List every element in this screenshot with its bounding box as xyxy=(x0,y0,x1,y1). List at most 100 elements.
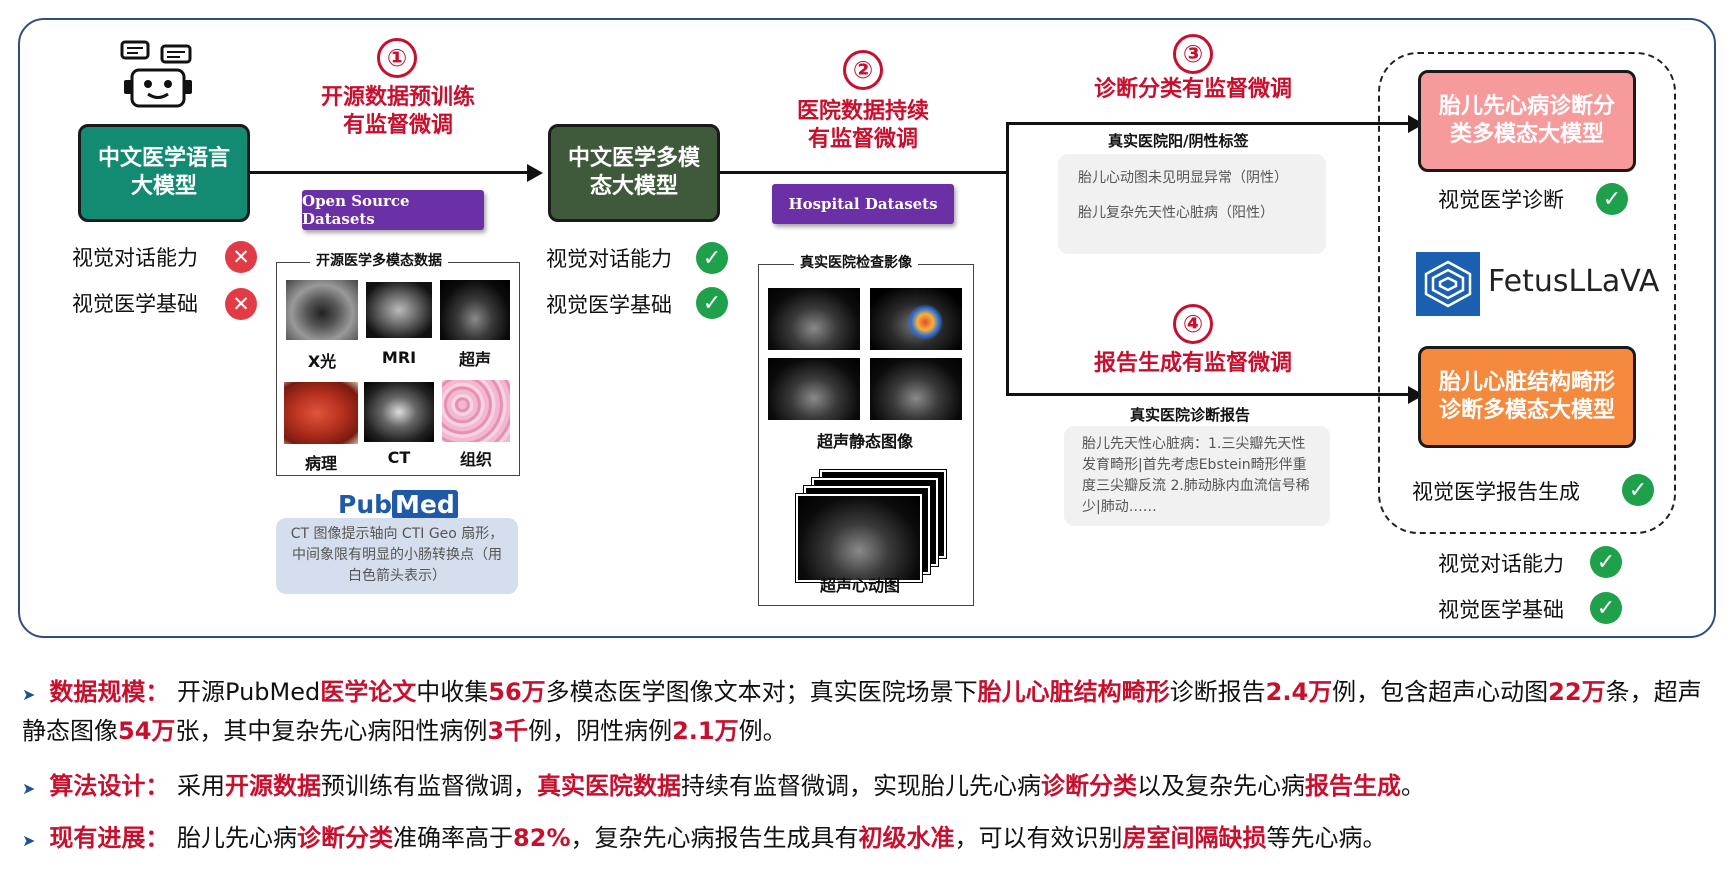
open-source-datasets-label: Open Source Datasets xyxy=(302,190,484,230)
base-capability-dialog: 视觉对话能力 xyxy=(72,246,198,270)
body-text: ，可以有效识别 xyxy=(954,824,1123,852)
hospital-datasets-label: Hospital Datasets xyxy=(772,184,954,224)
body-text: 以及复杂先心病 xyxy=(1137,772,1306,800)
check-icon: ✓ xyxy=(1622,474,1654,506)
body-text: 胎儿先心病 xyxy=(177,824,298,852)
step-3-title: 诊断分类有监督微调 xyxy=(1093,77,1292,102)
bullet-progress: ➤现有进展： 胎儿先心病诊断分类准确率高于82%，复杂先心病报告生成具有初级水准… xyxy=(22,824,1387,852)
step-1-title: 开源数据预训练有监督微调 xyxy=(320,85,475,138)
highlight-text: 报告生成 xyxy=(1305,772,1402,800)
ct-thumbnail xyxy=(364,382,434,442)
body-text: 等先心病。 xyxy=(1266,824,1387,852)
pathology-thumbnail xyxy=(284,382,358,444)
report-capability: 视觉医学报告生成 xyxy=(1412,480,1580,504)
highlight-text: 房室间隔缺损 xyxy=(1122,824,1267,852)
body-text: 例，阴性病例 xyxy=(528,717,673,745)
diagnosis-model-box: 胎儿先心病诊断分类多模态大模型 xyxy=(1418,70,1636,172)
connector-line xyxy=(1006,122,1410,125)
open-source-panel-title: 开源医学多模态数据 xyxy=(310,250,448,270)
body-text: 。 xyxy=(1401,772,1426,800)
diagram-frame xyxy=(18,18,1716,638)
positive-label: 胎儿复杂先天性心脏病（阳性） xyxy=(1078,205,1274,221)
bullet-marker-icon: ➤ xyxy=(22,831,36,850)
body-text: ，复杂先心病报告生成具有 xyxy=(570,824,859,852)
bullet-algorithm: ➤算法设计： 采用开源数据预训练有监督微调，真实医院数据持续有监督微调，实现胎儿… xyxy=(22,772,1426,800)
body-text: 张，其中复杂先心病阳性病例 xyxy=(175,717,488,745)
body-text: 例，包含超声心动图 xyxy=(1332,678,1549,706)
connector-line xyxy=(1006,393,1410,396)
base-model-box: 中文医学语言大模型 xyxy=(78,124,250,222)
highlight-text: 真实医院数据 xyxy=(537,772,682,800)
bullet-data-scale: ➤数据规模： 开源PubMed医学论文中收集56万多模态医学图像文本对；真实医院… xyxy=(22,678,1702,745)
tissue-label: 组织 xyxy=(459,450,492,469)
check-icon: ✓ xyxy=(696,242,728,274)
multi-capability-dialog: 视觉对话能力 xyxy=(546,247,672,271)
final-capability-dialog: 视觉对话能力 xyxy=(1438,552,1564,576)
highlight-text: 诊断分类 xyxy=(1041,772,1138,800)
step-3-number: ③ xyxy=(1173,34,1213,74)
robot-icon xyxy=(120,40,192,108)
static-ultrasound-thumbnail xyxy=(870,288,962,350)
highlight-text: 3千 xyxy=(487,717,529,745)
ultrasound-label: 超声 xyxy=(458,350,491,369)
multi-capability-basic: 视觉医学基础 xyxy=(546,293,672,317)
highlight-text: 82% xyxy=(513,824,571,852)
body-text: 例。 xyxy=(738,717,787,745)
arrow-head xyxy=(527,164,543,182)
body-text: 持续有监督微调，实现胎儿先心病 xyxy=(681,772,1042,800)
step-4-number: ④ xyxy=(1173,304,1213,344)
highlight-text: 56万 xyxy=(488,678,546,706)
connector-line xyxy=(1006,122,1009,396)
tissue-thumbnail xyxy=(442,380,510,442)
mri-thumbnail xyxy=(366,282,432,338)
step-2-title: 医院数据持续有监督微调 xyxy=(796,99,929,152)
pathology-label: 病理 xyxy=(304,454,337,473)
cross-icon: ✕ xyxy=(225,288,257,320)
connector-line xyxy=(248,171,528,174)
multimodal-model-box: 中文医学多模态大模型 xyxy=(548,124,720,222)
body-text: 条，超声静态图像 xyxy=(22,678,1702,745)
highlight-text: 2.1万 xyxy=(672,717,739,745)
bullet-marker-icon: ➤ xyxy=(22,685,36,704)
check-icon: ✓ xyxy=(1596,183,1628,215)
report-box-title: 真实医院诊断报告 xyxy=(1130,406,1251,424)
bullet-segments: 胎儿先心病诊断分类准确率高于82%，复杂先心病报告生成具有初级水准，可以有效识别… xyxy=(177,824,1386,852)
echo-frame xyxy=(796,494,922,582)
highlight-text: 开源数据 xyxy=(225,772,322,800)
static-ultrasound-thumbnail xyxy=(768,288,860,350)
highlight-text: 医学论文 xyxy=(320,678,417,706)
echo-label: 超声心动图 xyxy=(819,576,900,595)
negative-label: 胎儿心动图未见明显异常（阴性） xyxy=(1078,170,1288,186)
ct-label: CT xyxy=(387,448,411,467)
hospital-panel-title: 真实医院检查影像 xyxy=(794,252,918,272)
static-ultrasound-label: 超声静态图像 xyxy=(816,432,913,451)
body-text: 预训练有监督微调， xyxy=(321,772,538,800)
xray-thumbnail xyxy=(286,280,358,340)
check-icon: ✓ xyxy=(696,287,728,319)
highlight-text: 初级水准 xyxy=(858,824,955,852)
body-text: 准确率高于 xyxy=(393,824,514,852)
highlight-text: 22万 xyxy=(1548,678,1606,706)
highlight-text: 2.4万 xyxy=(1265,678,1333,706)
step-4-title: 报告生成有监督微调 xyxy=(1093,351,1292,376)
body-text: 诊断报告 xyxy=(1169,678,1266,706)
static-ultrasound-thumbnail xyxy=(870,358,962,420)
body-text: 多模态医学图像文本对；真实医院场景下 xyxy=(545,678,978,706)
output-group xyxy=(1378,52,1676,534)
labels-box-title: 真实医院阳/阴性标签 xyxy=(1108,132,1249,150)
xray-label: X光 xyxy=(307,352,337,371)
diag-capability: 视觉医学诊断 xyxy=(1438,188,1564,212)
ultrasound-thumbnail xyxy=(440,280,510,340)
check-icon: ✓ xyxy=(1590,592,1622,624)
highlight-text: 胎儿心脏结构畸形 xyxy=(977,678,1170,706)
bullet-segments: 开源PubMed医学论文中收集56万多模态医学图像文本对；真实医院场景下胎儿心脏… xyxy=(22,678,1702,745)
fetusllava-logo-text: FetusLLaVA xyxy=(1488,264,1660,299)
static-ultrasound-thumbnail xyxy=(768,358,860,420)
step-1-number: ① xyxy=(377,38,417,78)
cross-icon: ✕ xyxy=(225,241,257,273)
report-model-box: 胎儿心脏结构畸形诊断多模态大模型 xyxy=(1418,346,1636,448)
labels-box: 胎儿心动图未见明显异常（阴性） 胎儿复杂先天性心脏病（阳性） xyxy=(1058,154,1326,254)
highlight-text: 诊断分类 xyxy=(297,824,394,852)
final-capability-basic: 视觉医学基础 xyxy=(1438,598,1564,622)
